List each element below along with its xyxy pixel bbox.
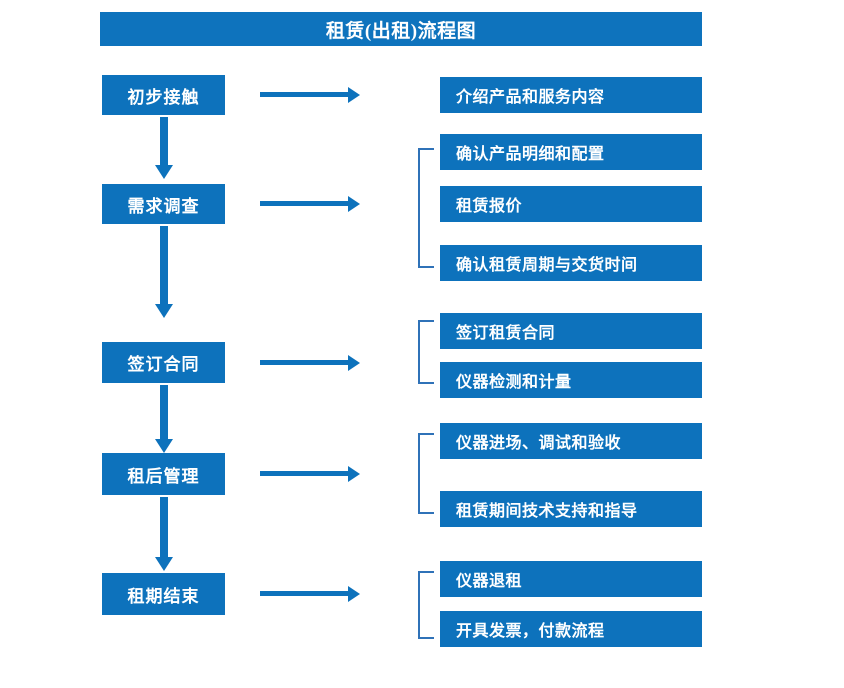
detail-box-仪器退租[interactable]: 仪器退租 <box>440 561 702 597</box>
group-bracket-icon <box>418 571 434 639</box>
down-arrow-icon <box>155 385 173 453</box>
stage-box-初步接触[interactable]: 初步接触 <box>102 75 225 115</box>
group-bracket-icon <box>418 148 434 268</box>
right-arrow-icon <box>260 586 360 602</box>
stage-box-租后管理[interactable]: 租后管理 <box>102 453 225 495</box>
right-arrow-icon <box>260 355 360 371</box>
detail-box-仪器检测和计量[interactable]: 仪器检测和计量 <box>440 362 702 398</box>
stage-box-租期结束[interactable]: 租期结束 <box>102 573 225 615</box>
detail-box-签订租赁合同[interactable]: 签订租赁合同 <box>440 313 702 349</box>
down-arrow-icon <box>155 497 173 571</box>
detail-box-仪器进场调试和验收[interactable]: 仪器进场、调试和验收 <box>440 423 702 459</box>
detail-box-租赁报价[interactable]: 租赁报价 <box>440 186 702 222</box>
detail-box-确认租赁周期与交货时间[interactable]: 确认租赁周期与交货时间 <box>440 245 702 281</box>
down-arrow-icon <box>155 117 173 179</box>
page-title: 租赁(出租)流程图 <box>100 12 702 46</box>
group-bracket-icon <box>418 433 434 514</box>
detail-box-介绍产品和服务内容[interactable]: 介绍产品和服务内容 <box>440 77 702 113</box>
detail-box-开具发票付款流程[interactable]: 开具发票，付款流程 <box>440 611 702 647</box>
stage-box-需求调查[interactable]: 需求调查 <box>102 184 225 224</box>
right-arrow-icon <box>260 87 360 103</box>
detail-box-租赁期间技术支持和指导[interactable]: 租赁期间技术支持和指导 <box>440 491 702 527</box>
stage-box-签订合同[interactable]: 签订合同 <box>102 342 225 383</box>
detail-box-确认产品明细和配置[interactable]: 确认产品明细和配置 <box>440 134 702 170</box>
right-arrow-icon <box>260 466 360 482</box>
right-arrow-icon <box>260 196 360 212</box>
down-arrow-icon <box>155 226 173 318</box>
group-bracket-icon <box>418 320 434 384</box>
